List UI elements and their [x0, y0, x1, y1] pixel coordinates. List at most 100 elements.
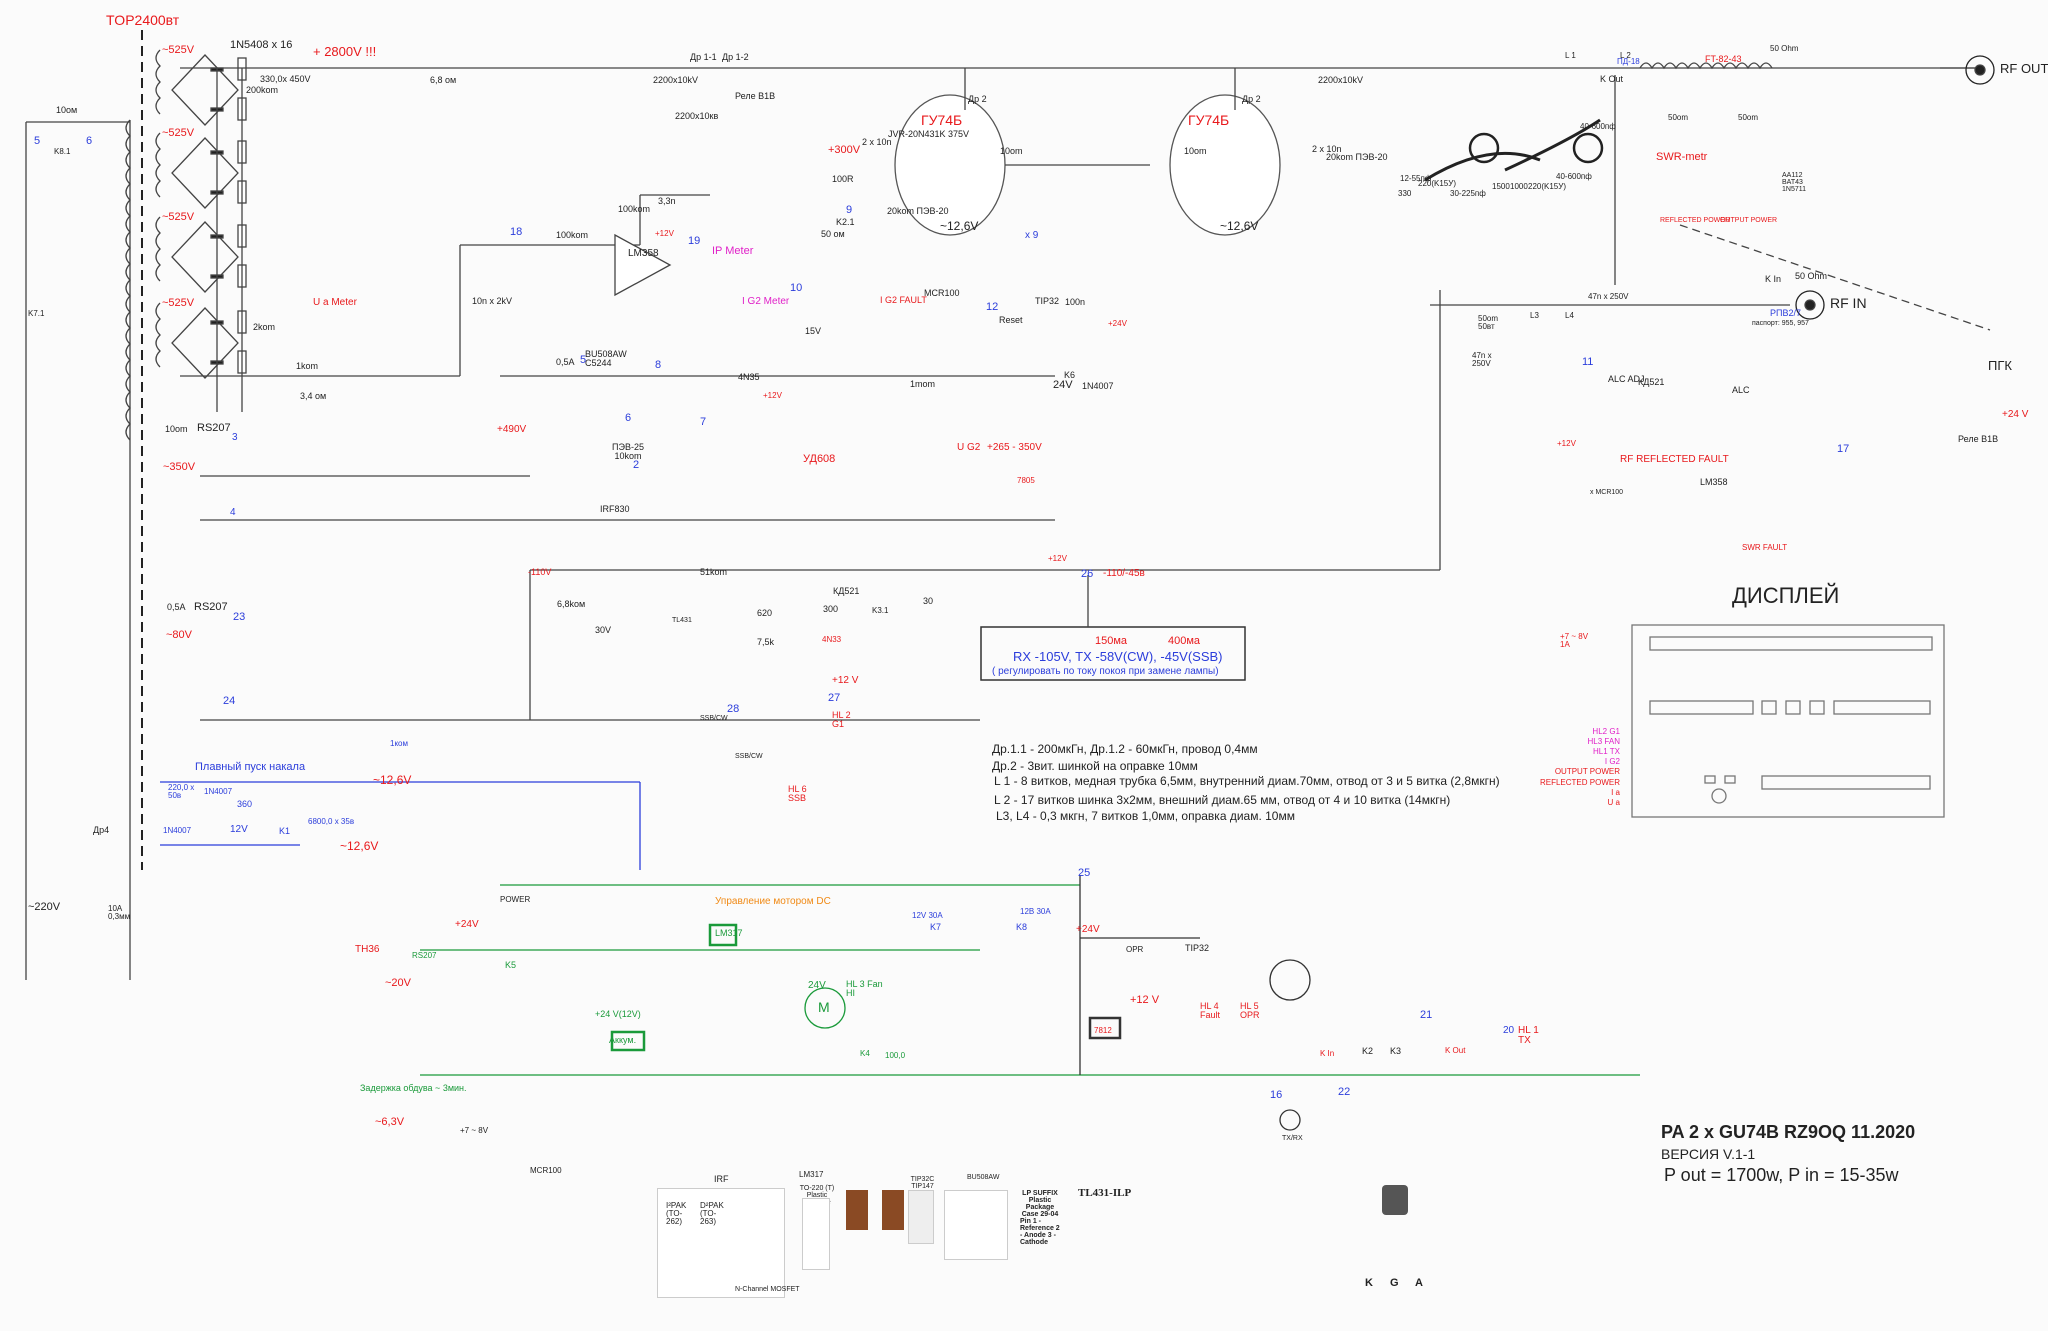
choke-label: Др 2 [1242, 94, 1261, 104]
resistor-label: 50om [1738, 113, 1759, 122]
supply-label: +12 V [1130, 994, 1160, 1006]
power-switch[interactable]: POWER [500, 895, 531, 904]
contact-label: K Out [1600, 74, 1624, 84]
coil-label: L 2 [1620, 51, 1631, 60]
cap-label: 10n x 2kV [472, 296, 513, 306]
transformer-label: TOP2400вт [106, 12, 180, 28]
resistor-label: 50om 50вт [1478, 314, 1499, 331]
package-label: N-Channel MOSFET [735, 1286, 800, 1293]
diode-label: AA112 BAT43 1N5711 [1782, 172, 1807, 193]
cap-label: 220(K15У) [1528, 182, 1566, 191]
bias-ref-label: x 9 [1025, 230, 1039, 241]
node-label: 16 [1270, 1089, 1283, 1101]
rectifier-bridge [171, 307, 239, 379]
choke-label: Др 1-2 [722, 52, 749, 62]
rectifier-bridge [171, 54, 239, 126]
shunt-resistor-label: 3,4 ом [300, 391, 327, 401]
rectifier-bridge [171, 221, 239, 293]
relay-contact-label: K2.1 [836, 217, 855, 227]
resistor-label: 360 [237, 799, 253, 809]
package-label: TL431-ILP [1078, 1187, 1132, 1199]
diode-label: КД521 [1638, 377, 1665, 387]
relay-contact-label: K8.1 [54, 147, 71, 156]
regulator-label: 7805 [1017, 476, 1035, 485]
opr-switch[interactable]: OPR [1126, 945, 1144, 954]
diode-label: 1N4007 [163, 826, 192, 835]
bu508-package-box [944, 1190, 1008, 1260]
rf-in-label: RF IN [1830, 295, 1867, 311]
heater-label: ~12,6V [1220, 219, 1259, 233]
supply-label: +12V [1048, 554, 1067, 563]
winding-label-2: ~525V [162, 127, 195, 139]
opto-label: 4N35 [738, 372, 760, 382]
display-title: ДИСПЛЕЙ [1732, 583, 1840, 608]
filament-title: Плавный пуск накала [195, 761, 306, 773]
cap-label: 30-225пф [1450, 189, 1486, 198]
cap-label: 40-600пф [1556, 172, 1592, 181]
note-line: L3, L4 - 0,3 мкгн, 7 витков 1,0мм, оправ… [996, 809, 1295, 823]
bottom-resistor-label: 1kom [296, 361, 319, 371]
diode-label: КД521 [833, 586, 860, 596]
rectifier-bridge [171, 137, 239, 209]
note-line: L 2 - 17 витков шинка 3x2мм, внешний диа… [994, 793, 1451, 807]
display-input: HL3 FAN [1587, 737, 1620, 746]
node-label: 25 [1078, 867, 1091, 879]
diodes-label: 1N5408 x 16 [230, 39, 293, 51]
tube-label: ГУ74Б [1188, 112, 1230, 128]
bridge-label: RS207 [412, 951, 437, 960]
irf-package-box [657, 1188, 785, 1298]
regulator-label: 7812 [1094, 1026, 1112, 1035]
led-label: HL 4 Fault [1200, 1001, 1221, 1020]
voltage-label: 12V [230, 824, 248, 835]
motor-voltage-label: 24V [808, 980, 826, 991]
switch-label: SSB/CW [735, 753, 763, 760]
regulator-label: LM317 [715, 928, 743, 938]
ig2-fault-label: I G2 FAULT [880, 295, 927, 305]
rail-label: -110/-45в [1103, 568, 1145, 579]
core-label: FT-82-43 [1705, 54, 1742, 64]
display-input: REFLECTED POWER [1539, 778, 1620, 787]
reset-button[interactable]: Reset [999, 315, 1023, 325]
cap-label: 100n [1065, 297, 1086, 307]
tl431-label: TL431 [672, 617, 692, 624]
secondary-winding [155, 302, 161, 368]
cap-label: 330 [1398, 189, 1412, 198]
led-label: HL 2 G1 [832, 710, 851, 729]
grid-resistor-label: 10om [1184, 146, 1207, 156]
pin-label: A [1415, 1277, 1423, 1289]
choke-label: Др 1-1 [690, 52, 717, 62]
display-input: HL1 TX [1593, 747, 1620, 756]
note-line: L 1 - 8 витков, медная трубка 6,5мм, вну… [994, 774, 1500, 788]
reflected-power-label: REFLECTED POWER [1660, 217, 1731, 224]
supply-label: +12V [655, 229, 674, 238]
fuse-label: 10A 0,3мм [108, 904, 131, 921]
resistor-label: 100kom [556, 230, 589, 240]
impedance-label: 50 Ohm [1795, 271, 1828, 281]
filament-out-label: ~12,6V [340, 839, 379, 853]
relay-contact-label: K3.1 [872, 606, 889, 615]
relay-label: Реле В1В [735, 91, 776, 101]
node-label: 11 [1582, 356, 1594, 368]
cap-label: 1000 [1510, 182, 1528, 191]
resistor-label: 300 [823, 604, 839, 614]
cap-label: 2 x 10n [862, 137, 892, 147]
relay-label: ПД-18 [1617, 57, 1640, 66]
zener-label: 15V [805, 326, 822, 336]
heater-label: ~12,6V [940, 219, 979, 233]
node-label: 28 [727, 703, 740, 715]
resistor-label: 6,8kом [557, 599, 586, 609]
node-label: 10 [790, 282, 803, 294]
node-label: 4 [230, 507, 236, 518]
opamp-label: LM358 [1700, 477, 1728, 487]
output-power-label: OUTPUT POWER [1720, 217, 1778, 224]
filament-out-label: ~12,6V [373, 773, 412, 787]
output-label: +7 ~ 8V [460, 1126, 489, 1135]
node-label: 7 [700, 416, 707, 428]
secondary-winding [155, 216, 161, 282]
resistor-label: 1mom [910, 379, 936, 389]
winding-label: ~80V [166, 629, 192, 641]
resistor-label: 620 [757, 608, 773, 618]
resistor-label: 100R [832, 174, 854, 184]
relay-label: K2 [1362, 1046, 1374, 1056]
